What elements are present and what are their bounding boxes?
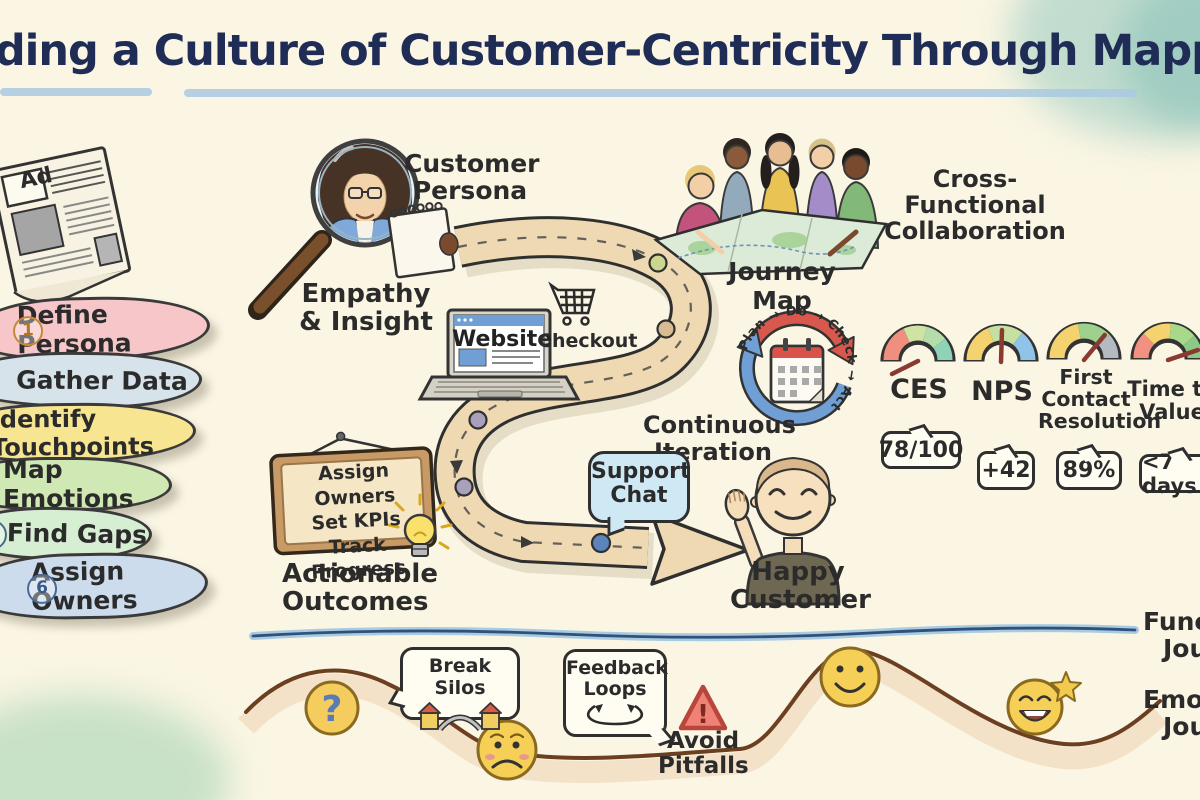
step-label: Map Emotions xyxy=(3,455,134,513)
happy-customer-illustration xyxy=(724,456,841,606)
metric-value-fcr: 89% xyxy=(1056,451,1122,490)
lightbulb-icon xyxy=(387,493,453,557)
happy-emoji xyxy=(819,646,881,708)
road-milestone-dots xyxy=(454,253,676,554)
break-silos-bubble: Break Silos xyxy=(400,647,520,732)
step-pill-identify-touchpoints: Identify Touchpoints xyxy=(0,401,197,464)
gauge-first-contact-resolution xyxy=(1046,321,1122,363)
title-underline-right xyxy=(184,89,1137,97)
laptop-website-icon xyxy=(417,308,581,401)
step-label: Gather Data xyxy=(16,364,188,396)
checkout-label: Checkout xyxy=(538,330,638,352)
bridge-icon xyxy=(418,702,502,732)
star-icon xyxy=(1050,671,1082,702)
warning-triangle-icon: ! xyxy=(678,684,728,731)
loop-arrows-icon xyxy=(587,704,643,726)
road-arrowhead xyxy=(650,512,750,586)
metric-label-nps: NPS xyxy=(971,376,1033,407)
metric-label-ces: CES xyxy=(890,374,948,405)
question-mark-glyph: ? xyxy=(322,689,343,730)
functional-journey-line xyxy=(249,624,1139,642)
emotional-journey-curve xyxy=(238,647,1168,783)
step-label: Identify Touchpoints xyxy=(0,404,155,462)
gauge-ces xyxy=(880,323,956,377)
warning-exclamation-glyph: ! xyxy=(697,700,709,730)
website-label: Website xyxy=(452,327,553,352)
excited-emoji xyxy=(1006,671,1082,736)
step-label: Find Gaps xyxy=(6,518,148,550)
page-title: Building a Culture of Customer-Centricit… xyxy=(0,26,1200,76)
gauge-time-to-value xyxy=(1130,321,1200,363)
magnifier-persona-icon xyxy=(248,138,420,320)
step-pill-gather-data: Gather Data xyxy=(0,350,203,410)
empathy-insight-label: Empathy& Insight xyxy=(299,279,433,337)
cart-checkout-icon xyxy=(548,281,596,326)
question-emoji: ? xyxy=(304,680,360,736)
step-pill-assign-owners: 6 Assign Owners xyxy=(0,550,209,622)
step-pill-map-emotions: Map Emotions xyxy=(0,455,172,513)
notepad-icon xyxy=(387,201,459,279)
step-label: Define Persona xyxy=(16,299,132,359)
journey-road xyxy=(433,216,750,586)
functional-journey-label: FunctionalJourney xyxy=(1143,607,1200,663)
metric-value-ttv: <7 days xyxy=(1139,450,1200,498)
metric-value-ces: 78/100 xyxy=(879,431,963,469)
metric-label-ttv: Time toValue xyxy=(1127,377,1200,424)
gauge-nps xyxy=(963,323,1039,365)
pdca-cycle-icon: Plan → Do → Check → Act xyxy=(736,304,859,426)
team-collaboration-illustration xyxy=(653,133,888,276)
metric-value-nps: +42 xyxy=(977,451,1035,490)
emotional-journey-label: EmotionalJourney xyxy=(1143,685,1200,741)
title-underline-left xyxy=(0,88,152,96)
journey-map-label: Journey Map xyxy=(728,257,836,315)
